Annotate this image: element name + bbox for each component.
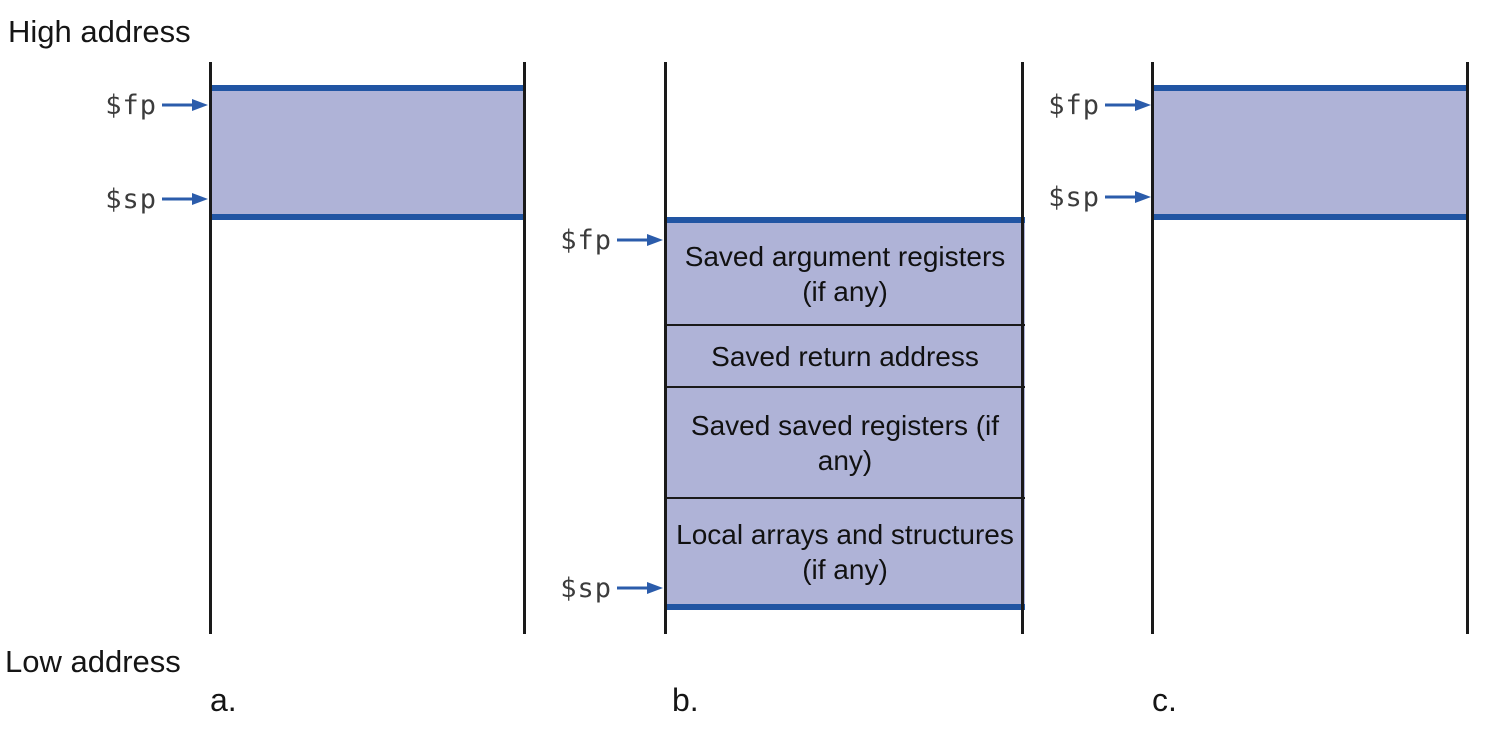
fp-pointer: $fp bbox=[40, 89, 208, 121]
sp-pointer: $sp bbox=[40, 183, 208, 215]
high-address-label: High address bbox=[8, 14, 191, 49]
fp-register-label: $fp bbox=[1048, 89, 1100, 121]
sp-register-label: $sp bbox=[560, 572, 612, 604]
panel-letter-b: b. bbox=[672, 682, 699, 718]
right-arrow-icon bbox=[1105, 189, 1151, 205]
right-arrow-icon bbox=[1105, 97, 1151, 113]
sp-pointer: $sp bbox=[983, 181, 1151, 213]
frame-section-saved-return-address: Saved return address bbox=[665, 326, 1025, 388]
stack-wall-right bbox=[523, 62, 526, 634]
stack-wall-right bbox=[1021, 62, 1024, 634]
stack-frame-region bbox=[1151, 85, 1469, 220]
sp-pointer: $sp bbox=[495, 572, 663, 604]
fp-register-label: $fp bbox=[560, 224, 612, 256]
stack-wall-left bbox=[209, 62, 212, 634]
panel-letter-a: a. bbox=[210, 682, 237, 718]
panel-letter-c: c. bbox=[1152, 682, 1177, 718]
fp-register-label: $fp bbox=[105, 89, 157, 121]
frame-section-local-arrays-structures: Local arrays and structures (if any) bbox=[676, 518, 1014, 585]
right-arrow-icon bbox=[617, 232, 663, 248]
stack-frame-region: Saved argument registers (if any) Saved … bbox=[665, 217, 1025, 610]
right-arrow-icon bbox=[162, 97, 208, 113]
right-arrow-icon bbox=[162, 191, 208, 207]
frame-section-saved-saved-registers: Saved saved registers (if any) bbox=[665, 388, 1025, 499]
sp-register-label: $sp bbox=[1048, 181, 1100, 213]
frame-section-saved-argument-registers: Saved argument registers (if any) bbox=[665, 223, 1025, 326]
low-address-label: Low address bbox=[5, 644, 181, 679]
stack-wall-right bbox=[1466, 62, 1469, 634]
fp-pointer: $fp bbox=[495, 224, 663, 256]
stack-wall-left bbox=[1151, 62, 1154, 634]
fp-pointer: $fp bbox=[983, 89, 1151, 121]
stack-frame-region bbox=[209, 85, 526, 220]
right-arrow-icon bbox=[617, 580, 663, 596]
stack-wall-left bbox=[664, 62, 667, 634]
sp-register-label: $sp bbox=[105, 183, 157, 215]
